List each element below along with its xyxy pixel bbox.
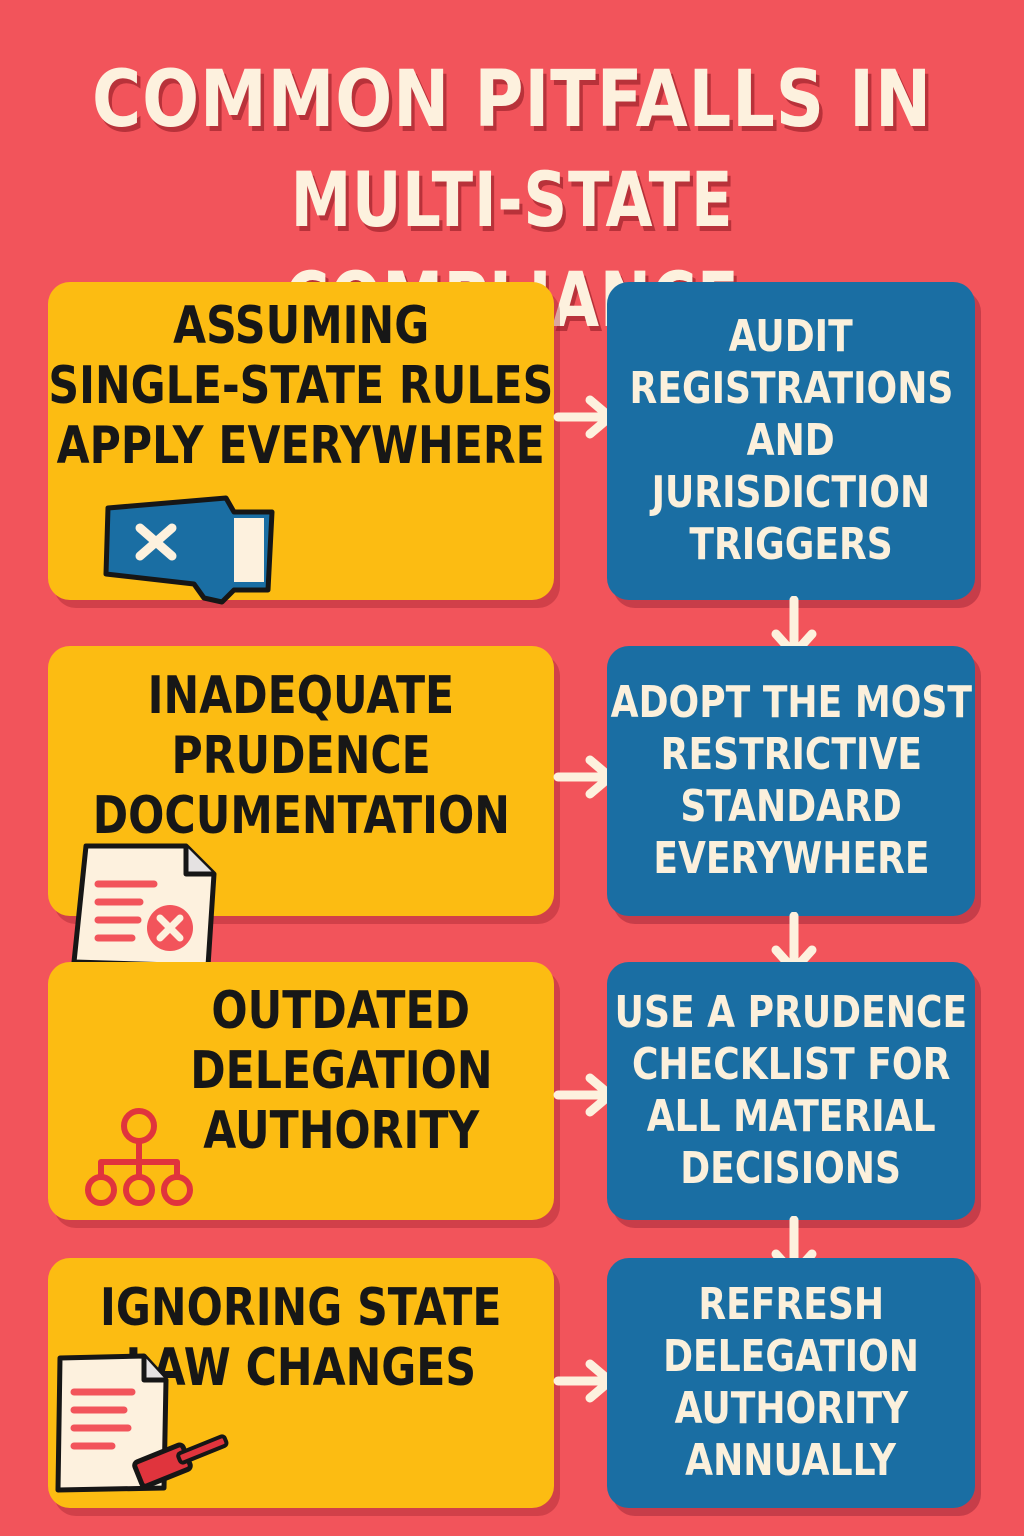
solution-4-line-4: ANNUALLY — [685, 1435, 897, 1486]
solution-1-line-3: AND — [746, 415, 836, 466]
document-x-icon — [71, 843, 217, 969]
pitfall-1-line-3: APPLY EVERYWHERE — [56, 416, 546, 476]
solution-card-1: AUDIT REGISTRATIONS AND JURISDICTION TRI… — [607, 282, 975, 600]
solution-card-4: REFRESH DELEGATION AUTHORITY ANNUALLY — [607, 1258, 975, 1508]
state-map-x-icon — [103, 495, 275, 605]
org-hierarchy-icon — [85, 1108, 193, 1206]
pitfall-1-line-2: SINGLE-STATE RULES — [48, 356, 554, 416]
pitfall-card-1: ASSUMING SINGLE-STATE RULES APPLY EVERYW… — [48, 282, 554, 600]
pitfall-1-line-1: ASSUMING — [172, 296, 430, 356]
solution-4-line-1: REFRESH — [698, 1279, 884, 1330]
pitfall-3-line-2: DELEGATION — [189, 1041, 493, 1101]
page-title-line-1: COMMON PITFALLS IN — [92, 55, 932, 145]
solution-2-line-1: ADOPT THE MOST — [610, 677, 972, 728]
solution-card-3: USE A PRUDENCE CHECKLIST FOR ALL MATERIA… — [607, 962, 975, 1220]
pitfall-2-line-2: PRUDENCE — [171, 726, 431, 786]
pitfall-2-line-3: DOCUMENTATION — [92, 786, 510, 846]
solution-3-line-4: DECISIONS — [680, 1143, 902, 1194]
solution-1-line-1: AUDIT — [728, 311, 854, 362]
pitfall-card-3: OUTDATED DELEGATION AUTHORITY — [48, 962, 554, 1220]
solution-4-line-3: AUTHORITY — [674, 1383, 908, 1434]
solution-3-line-3: ALL MATERIAL — [646, 1091, 936, 1142]
solution-1-line-4: JURISDICTION — [651, 467, 931, 518]
solution-3-line-2: CHECKLIST FOR — [631, 1039, 951, 1090]
pitfall-3-line-1: OUTDATED — [211, 981, 471, 1041]
solution-1-line-2: REGISTRATIONS — [629, 363, 953, 414]
solution-2-line-4: EVERYWHERE — [652, 833, 930, 884]
solution-3-line-1: USE A PRUDENCE — [614, 987, 968, 1038]
solution-4-line-2: DELEGATION — [663, 1331, 919, 1382]
solution-card-2: ADOPT THE MOST RESTRICTIVE STANDARD EVER… — [607, 646, 975, 916]
solution-1-line-5: TRIGGERS — [689, 519, 893, 570]
pitfall-3-line-3: AUTHORITY — [202, 1101, 479, 1161]
document-gavel-icon — [55, 1353, 229, 1493]
pitfall-2-line-1: INADEQUATE — [147, 666, 455, 726]
solution-2-line-3: STANDARD — [680, 781, 902, 832]
pitfall-4-line-1: IGNORING STATE — [100, 1278, 502, 1338]
solution-2-line-2: RESTRICTIVE — [660, 729, 922, 780]
pitfall-4-line-2: LAW CHANGES — [125, 1338, 477, 1398]
